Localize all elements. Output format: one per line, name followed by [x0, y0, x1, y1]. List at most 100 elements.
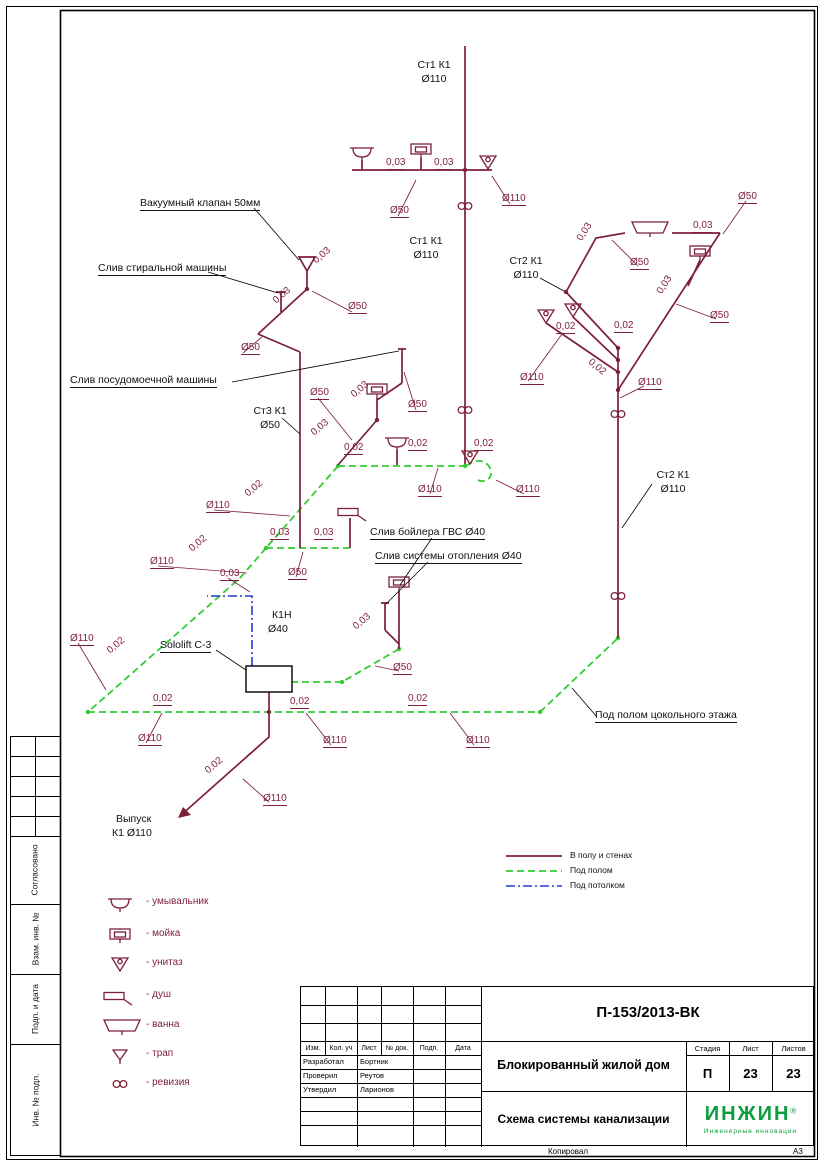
- stack1-diameter: Ø110: [413, 249, 439, 261]
- washbasin-icon: [107, 898, 133, 913]
- note-k1n: К1Н: [272, 609, 292, 621]
- slope-label: 0,03: [386, 157, 406, 170]
- role-approved: Утвердил: [303, 1085, 337, 1094]
- revision-icon: [112, 1079, 128, 1089]
- diameter-label: Ø50: [408, 399, 427, 412]
- note-k1n-diameter: Ø40: [268, 623, 288, 635]
- col-dok: № док.: [385, 1045, 409, 1052]
- shower-icon: [337, 507, 367, 522]
- stack1-label: Ст1 К1: [417, 59, 451, 71]
- stack3-diameter: Ø50: [260, 419, 280, 431]
- title-block: П-153/2013-ВК Изм. Кол. уч Лист № док. П…: [300, 986, 815, 1147]
- legend-revision-label: - ревизия: [146, 1077, 190, 1088]
- slope-label: 0,02: [344, 442, 364, 455]
- stack2-label: Ст2 К1: [509, 255, 543, 267]
- legend-washbasin-label: - умывальник: [146, 896, 209, 907]
- stage-label: Стадия: [694, 1044, 721, 1053]
- diameter-label: Ø50: [393, 662, 412, 675]
- col-data: Дата: [455, 1045, 471, 1052]
- side-vzam: Взам. инв. №: [10, 904, 60, 974]
- stack2-diameter: Ø110: [660, 483, 686, 495]
- sheet-value: 23: [743, 1066, 758, 1081]
- diameter-label: Ø50: [738, 191, 757, 204]
- diameter-label: Ø110: [418, 484, 442, 497]
- slope-label: 0,02: [408, 693, 428, 706]
- col-podp: Подп.: [419, 1045, 439, 1052]
- note-dishwasher-drain: Слив посудомоечной машины: [70, 374, 217, 388]
- pipes-under-floor: [87, 460, 619, 713]
- toilet-icon: [111, 957, 129, 972]
- logo-reg-mark: ®: [790, 1106, 797, 1116]
- sololift-unit: [245, 665, 293, 693]
- side-podp: Подп. и дата: [10, 974, 60, 1044]
- toilet-icon: [479, 155, 497, 170]
- legend-sink-label: - мойка: [146, 928, 181, 939]
- logo-name: ИНЖИН: [704, 1103, 791, 1125]
- green-junctions: [85, 463, 621, 715]
- doc-number: П-153/2013-ВК: [596, 1004, 700, 1021]
- slope-label: 0,02: [408, 438, 428, 451]
- diameter-label: Ø110: [138, 733, 162, 746]
- stack2-label: Ст2 К1: [656, 469, 690, 481]
- fixture-legend-symbols: [103, 898, 141, 1089]
- slope-label: 0,03: [434, 157, 454, 170]
- line-legend-samples: [506, 855, 562, 887]
- diameter-label: Ø50: [310, 387, 329, 400]
- slope-label: 0,02: [290, 696, 310, 709]
- company-logo: ИНЖИН® Инженерные инновации: [686, 1093, 815, 1145]
- pipes-in-wall: [179, 46, 721, 817]
- legend-trap-label: - трап: [146, 1048, 174, 1059]
- role-developed: Разработал: [303, 1057, 344, 1066]
- maroon-junctions: [266, 167, 621, 715]
- shower-icon: [103, 991, 133, 1006]
- diameter-label: Ø110: [150, 556, 174, 569]
- diameter-label: Ø50: [348, 301, 367, 314]
- diameter-label: Ø110: [516, 484, 540, 497]
- note-outlet: Выпуск: [116, 813, 152, 825]
- format-label: А3: [793, 1147, 803, 1156]
- slope-label: 0,02: [474, 438, 494, 451]
- bath-icon: [631, 221, 669, 238]
- side-inv-label: Инв. № подл.: [30, 1073, 41, 1127]
- black-leaders: [207, 207, 653, 718]
- note-basement: Под полом цокольного этажа: [595, 709, 737, 723]
- pipe-under-ceiling: [207, 595, 253, 666]
- sink-icon: [109, 928, 131, 944]
- note-sololift: Sololift C-3: [160, 639, 212, 653]
- drawing-title: Схема системы канализации: [497, 1112, 670, 1126]
- slope-label: 0,02: [153, 693, 173, 706]
- outlet-arrow: [178, 807, 191, 818]
- legend-bath-label: - ванна: [146, 1019, 180, 1030]
- col-izm: Изм.: [305, 1045, 321, 1052]
- diameter-label: Ø110: [502, 193, 526, 206]
- diameter-label: Ø50: [288, 567, 307, 580]
- stage-value: П: [702, 1066, 713, 1081]
- col-koluch: Кол. уч: [329, 1045, 353, 1052]
- diameter-label: Ø110: [638, 377, 662, 390]
- sheet-label: Лист: [742, 1044, 759, 1053]
- side-podp-label: Подп. и дата: [30, 983, 41, 1035]
- slope-label: 0,03: [220, 568, 240, 581]
- diameter-label: Ø50: [241, 342, 260, 355]
- diameter-label: Ø110: [323, 735, 347, 748]
- project-title: Блокированный жилой дом: [497, 1058, 670, 1072]
- role-approved-name: Ларионов: [360, 1085, 394, 1094]
- diameter-label: Ø110: [70, 633, 94, 646]
- diameter-label: Ø110: [466, 735, 490, 748]
- washbasin-icon: [384, 437, 410, 452]
- slope-label: 0,03: [314, 527, 334, 540]
- diameter-label: Ø50: [710, 310, 729, 323]
- sheets-label: Листов: [781, 1044, 806, 1053]
- note-vacuum-valve: Вакуумный клапан 50мм: [140, 197, 261, 211]
- diameter-label: Ø110: [263, 793, 287, 806]
- side-agreed: Согласовано: [10, 836, 60, 904]
- note-washer-drain: Слив стиральной машины: [98, 262, 227, 276]
- slope-label: 0,03: [270, 527, 290, 540]
- stack2-diameter: Ø110: [513, 269, 539, 281]
- stack1-diameter: Ø110: [421, 73, 447, 85]
- line-legend-ceiling: Под потолком: [570, 880, 625, 890]
- diameter-label: Ø50: [630, 257, 649, 270]
- note-boiler-drain: Слив бойлера ГВС Ø40: [370, 526, 486, 540]
